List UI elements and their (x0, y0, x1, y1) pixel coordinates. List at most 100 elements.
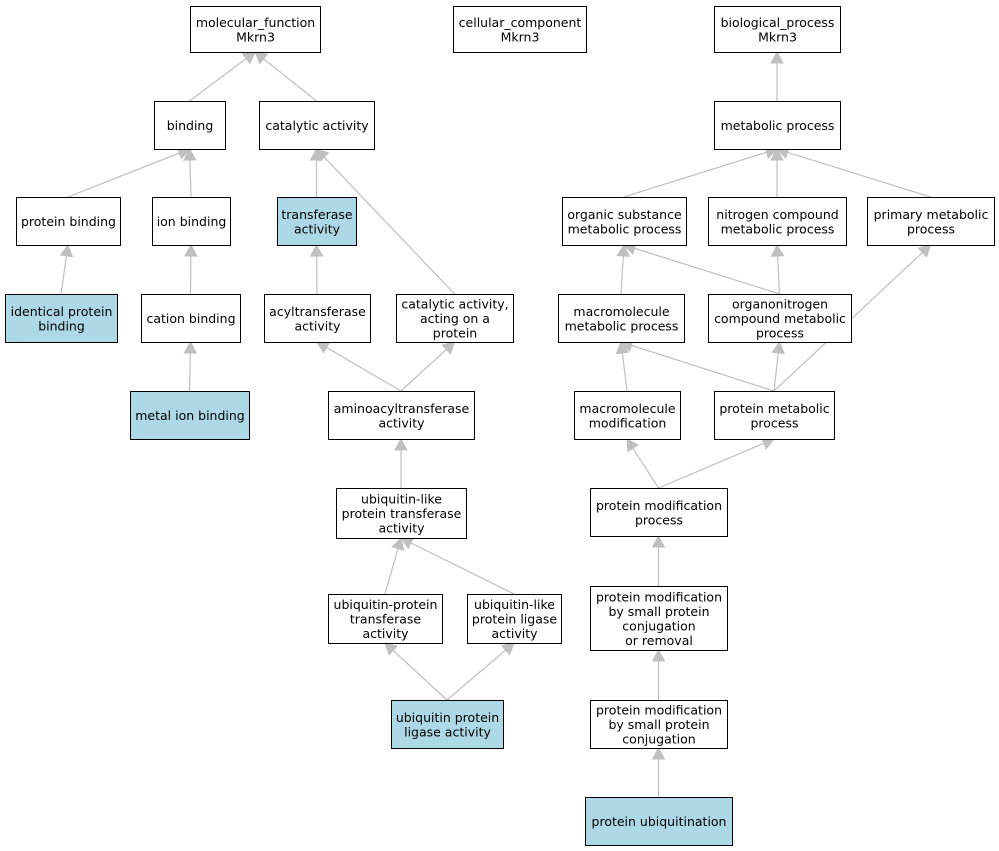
node-box (277, 197, 357, 246)
edge-binding-to-mf (189, 51, 256, 102)
edge-ub_ligase-to-ubl_ligase (446, 642, 515, 701)
node-label-line: aminoacyltransferase (334, 401, 470, 416)
edge-line (67, 152, 180, 198)
edge-line (188, 352, 191, 392)
edge-arrowhead (254, 51, 269, 65)
node-box (558, 294, 685, 343)
node-box (590, 586, 728, 651)
edge-arrowhead (184, 243, 198, 257)
node-label-line: protein modification (596, 498, 722, 513)
node-label-line: metabolic process (721, 221, 835, 236)
edge-ubl_ligase-to-ubl_transferase (400, 536, 515, 595)
go-term-node-metal-ion-binding[interactable]: metal ion binding (130, 391, 250, 440)
edge-arrowhead (500, 642, 515, 656)
edge-ubiquitination-to-prot_mod_small (651, 746, 666, 797)
node-box (453, 6, 587, 53)
node-label-line: metabolic process (565, 318, 679, 333)
edge-aminoacyl-to-acyltransferase (316, 341, 402, 392)
edge-arrowhead (316, 341, 331, 354)
node-label-line: transferase (350, 612, 422, 627)
edge-primary-to-metabolic (776, 145, 931, 198)
edge-ub_ligase-to-ub_transferase (384, 642, 448, 701)
edge-arrowhead (917, 244, 932, 258)
node-label-line: activity (491, 626, 538, 641)
node-label-line: protein (433, 326, 477, 341)
node-label-line: conjugation (622, 618, 695, 633)
edge-line (631, 344, 775, 392)
node-box (467, 594, 562, 644)
node-label-line: metabolic process (568, 221, 682, 236)
go-term-node-binding[interactable]: binding (154, 101, 226, 150)
node-label-line: ubiquitin-protein (334, 597, 438, 612)
edge-line (189, 159, 192, 198)
node-label-line: or removal (625, 633, 693, 648)
node-label-line: organic substance (567, 207, 682, 222)
edge-arrowhead (770, 50, 784, 64)
edge-line (620, 255, 624, 295)
node-label-line: ubiquitin protein (396, 710, 499, 725)
node-label-line: binding (38, 318, 85, 333)
edge-line (634, 247, 780, 295)
go-term-node-protein-ubiquitination[interactable]: protein ubiquitination (585, 797, 733, 846)
node-label-line: activity (294, 318, 341, 333)
edge-line (189, 58, 247, 102)
edge-line (623, 151, 767, 198)
go-term-node-metabolic-process[interactable]: metabolic process (714, 101, 841, 150)
node-label-line: metal ion binding (135, 408, 245, 423)
edge-ubl_transferase-to-aminoacyl (394, 437, 408, 488)
edge-acyltransferase-to-transferase (309, 243, 324, 295)
node-label-line: protein modification (596, 589, 722, 604)
node-label-line: ligase activity (404, 724, 491, 739)
node-box (16, 197, 121, 246)
node-box (714, 6, 841, 53)
node-box (590, 488, 728, 537)
node-box (154, 101, 226, 150)
edge-prot_mod-to-macromol_mod (626, 438, 660, 489)
edge-macromol_met-to-organic (616, 243, 631, 295)
node-label-line: activity (378, 415, 425, 430)
go-term-node-ion-binding[interactable]: ion binding (152, 197, 231, 246)
node-label-line: protein ligase (472, 612, 557, 627)
node-box (130, 391, 250, 440)
go-term-node-protein-binding[interactable]: protein binding (16, 197, 121, 246)
go-term-node-catalytic-activity[interactable]: catalytic activity (259, 101, 375, 150)
node-label-line: acting on a (420, 311, 490, 326)
node-label-line: conjugation (622, 732, 695, 747)
node-label-line: activity (294, 221, 341, 236)
edge-arrowhead (183, 147, 197, 161)
node-label-line: biological_process (721, 15, 835, 30)
go-term-node-cation-binding[interactable]: cation binding (141, 294, 241, 343)
edge-line (323, 156, 455, 295)
edge-metabolic-to-bp (770, 50, 784, 101)
edge-arrowhead (441, 341, 456, 355)
node-label-line: ubiquitin-like (474, 597, 555, 612)
node-box (152, 197, 231, 246)
node-box (574, 391, 681, 440)
node-label-line: nitrogen compound (716, 207, 838, 222)
node-box (562, 197, 687, 246)
edge-catalytic-to-mf (254, 51, 317, 102)
